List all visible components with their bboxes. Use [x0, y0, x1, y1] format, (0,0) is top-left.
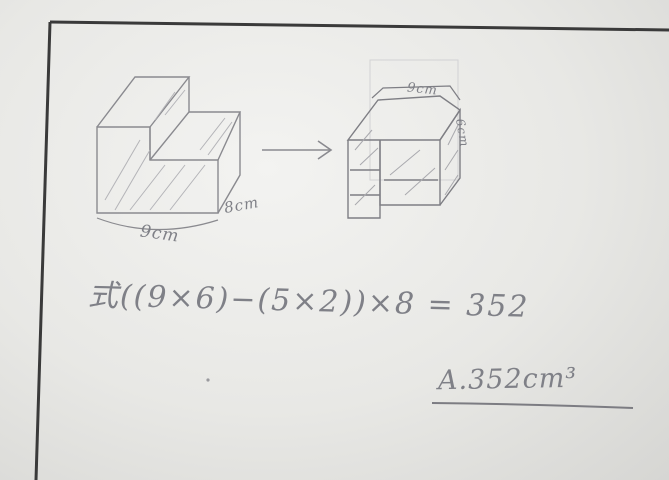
top-label: 9cm [406, 80, 439, 99]
answer-text: A.352cm³ [437, 362, 578, 397]
right-solid-figure [346, 59, 461, 219]
left-solid-figure [96, 76, 242, 231]
paper-top-edge [49, 20, 669, 32]
paper-left-edge [34, 21, 52, 480]
transform-arrow-icon [262, 140, 333, 160]
answer-underline [431, 402, 634, 409]
paper-dot [206, 378, 210, 382]
